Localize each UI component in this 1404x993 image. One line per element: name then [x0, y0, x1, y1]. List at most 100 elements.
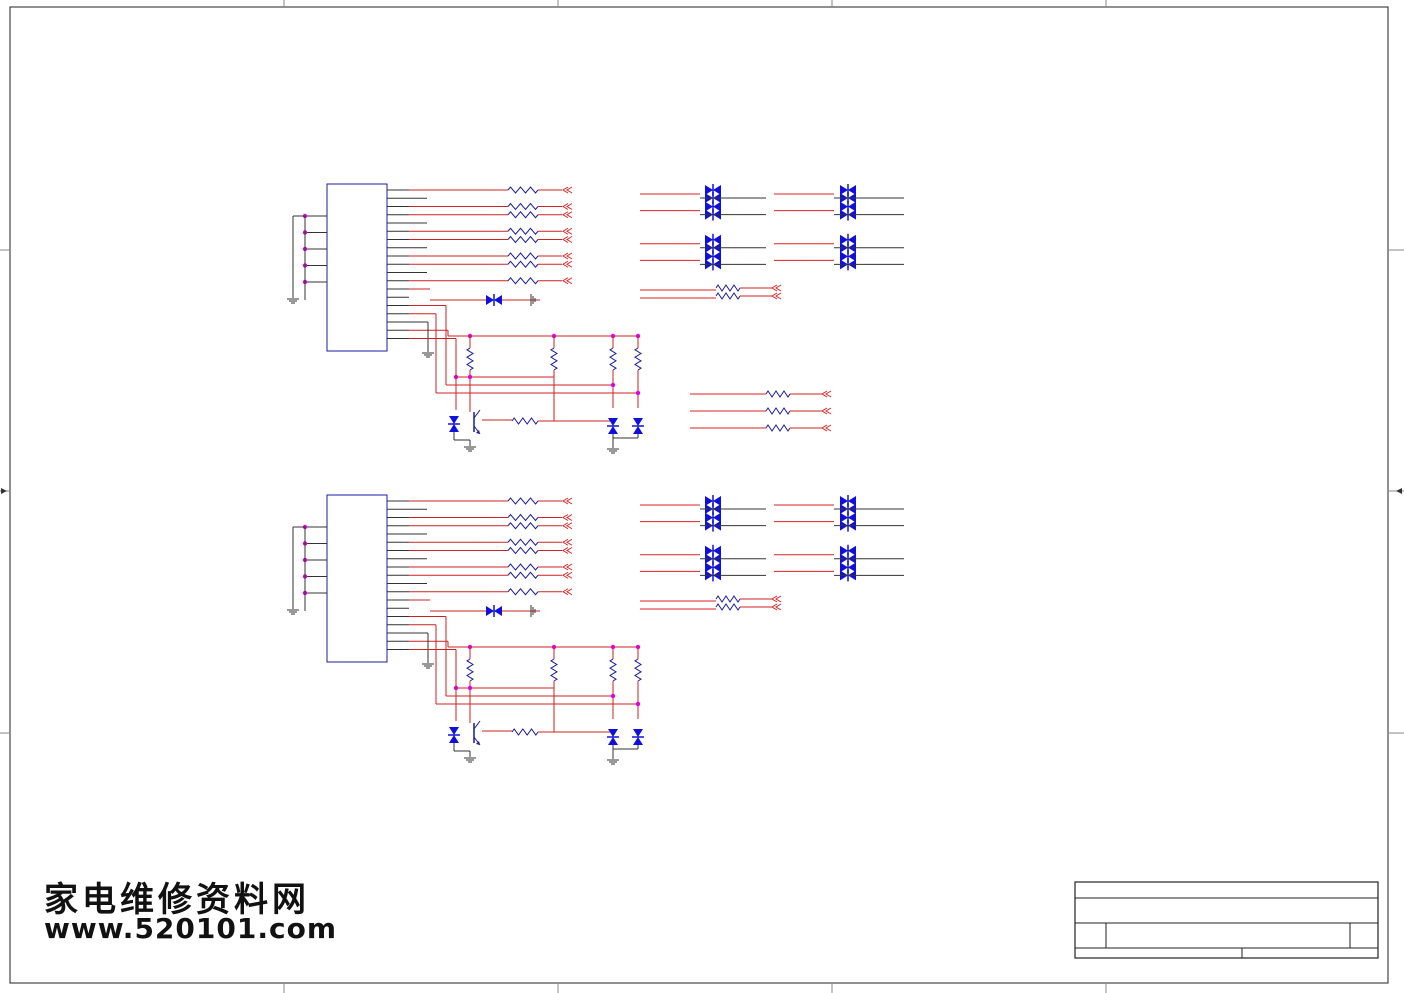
- series-resistor-icon: [765, 424, 791, 432]
- connector-arrow: [771, 284, 778, 292]
- esd-diode-icon: [705, 512, 713, 523]
- connector-arrow: [562, 588, 569, 596]
- esd-diode-icon: [608, 729, 618, 737]
- esd-diode-icon: [705, 251, 713, 262]
- transistor-icon: [473, 409, 481, 419]
- frame-center-arrow: [1396, 488, 1402, 494]
- junction-dot: [610, 382, 616, 388]
- series-resistor-icon: [507, 276, 539, 285]
- esd-diode-icon: [713, 201, 721, 212]
- esd-diode-icon: [633, 426, 643, 434]
- junction-dot: [610, 693, 616, 699]
- connector-arrow: [566, 547, 573, 554]
- esd-diode-icon: [608, 426, 618, 434]
- series-resistor-icon: [507, 210, 539, 219]
- esd-diode-icon: [848, 201, 856, 212]
- connector-arrow: [562, 277, 569, 285]
- connector-arrow: [775, 292, 782, 300]
- hdmi2-connector-body: [326, 494, 388, 663]
- connector-arrow: [562, 252, 569, 260]
- connector-arrow: [562, 497, 569, 505]
- connector-arrow: [566, 588, 573, 596]
- series-resistor-icon: [507, 227, 539, 236]
- series-resistor-icon: [507, 587, 539, 596]
- connector-arrow: [825, 390, 832, 398]
- connector-arrow: [566, 571, 573, 579]
- junction-dot: [635, 701, 641, 707]
- esd-diode-icon: [848, 185, 856, 195]
- esd-diode-icon: [705, 496, 713, 506]
- connector-arrow: [566, 563, 573, 571]
- connector-arrow: [562, 563, 569, 571]
- pullup-resistor-icon: [550, 347, 558, 371]
- esd-diode-icon: [633, 729, 643, 737]
- series-resistor-icon: [507, 252, 539, 260]
- series-resistor-icon: [507, 563, 539, 571]
- esd-diode-icon: [713, 562, 721, 573]
- series-resistor-icon: [507, 186, 539, 194]
- esd-diode-icon: [633, 737, 643, 745]
- series-resistor-icon: [715, 284, 741, 292]
- pullup-resistor-icon: [609, 658, 617, 682]
- connector-arrow: [775, 603, 782, 611]
- esd-diode-icon: [713, 234, 721, 245]
- esd-diode-icon: [449, 424, 459, 432]
- connector-arrow: [771, 595, 778, 603]
- watermark-url: www.520101.com: [44, 912, 337, 945]
- transistor-icon: [476, 741, 480, 745]
- esd-diode-icon: [848, 251, 856, 262]
- esd-diode-icon: [840, 496, 848, 506]
- connector-arrow: [566, 514, 573, 521]
- esd-diode-icon: [449, 735, 459, 743]
- esd-diode-icon: [705, 234, 713, 245]
- esd-diode-icon: [713, 512, 721, 523]
- connector-arrow: [775, 595, 782, 603]
- series-resistor-icon: [507, 497, 539, 505]
- hdmi1-connector-body: [326, 183, 388, 352]
- series-resistor-icon: [507, 546, 539, 555]
- series-resistor-icon: [715, 603, 741, 611]
- esd-diode-icon: [840, 512, 848, 523]
- esd-diode-icon: [840, 562, 848, 573]
- transistor-icon: [473, 720, 481, 730]
- esd-diode-icon: [848, 234, 856, 245]
- esd-diode-icon: [608, 418, 618, 426]
- title-block: [1074, 881, 1379, 959]
- series-resistor-icon: [715, 595, 741, 603]
- connector-arrow: [562, 236, 569, 243]
- connector-arrow: [825, 424, 832, 432]
- connector-arrow: [562, 186, 569, 194]
- esd-diode-icon: [848, 496, 856, 506]
- junction-dot: [467, 374, 473, 380]
- esd-diode-icon: [705, 185, 713, 195]
- esd-diode-icon: [486, 606, 494, 616]
- esd-diode-icon: [705, 562, 713, 573]
- esd-diode-icon: [713, 496, 721, 506]
- connector-arrow: [566, 211, 573, 219]
- connector-arrow: [566, 252, 573, 260]
- series-resistor-icon: [507, 260, 539, 269]
- series-resistor-icon: [765, 407, 791, 415]
- connector-arrow: [566, 260, 573, 268]
- series-resistor-icon: [765, 390, 791, 398]
- esd-diode-icon: [840, 251, 848, 262]
- connector-arrow: [825, 407, 832, 415]
- esd-diode-icon: [494, 295, 502, 305]
- esd-diode-icon: [486, 295, 494, 305]
- esd-diode-icon: [848, 562, 856, 573]
- esd-diode-icon: [840, 185, 848, 195]
- drawing-frame: [9, 6, 1389, 984]
- esd-diode-icon: [449, 727, 459, 735]
- connector-arrow: [821, 424, 828, 432]
- frame-center-arrow: [1, 488, 7, 494]
- connector-arrow: [562, 227, 569, 235]
- series-resistor-icon: [507, 538, 539, 547]
- connector-arrow: [562, 260, 569, 268]
- pullup-resistor-icon: [609, 347, 617, 371]
- series-resistor-icon: [507, 202, 539, 211]
- base-resistor-icon: [511, 417, 539, 425]
- connector-arrow: [562, 547, 569, 554]
- connector-arrow: [566, 538, 573, 546]
- connector-arrow: [771, 603, 778, 611]
- esd-diode-icon: [848, 545, 856, 556]
